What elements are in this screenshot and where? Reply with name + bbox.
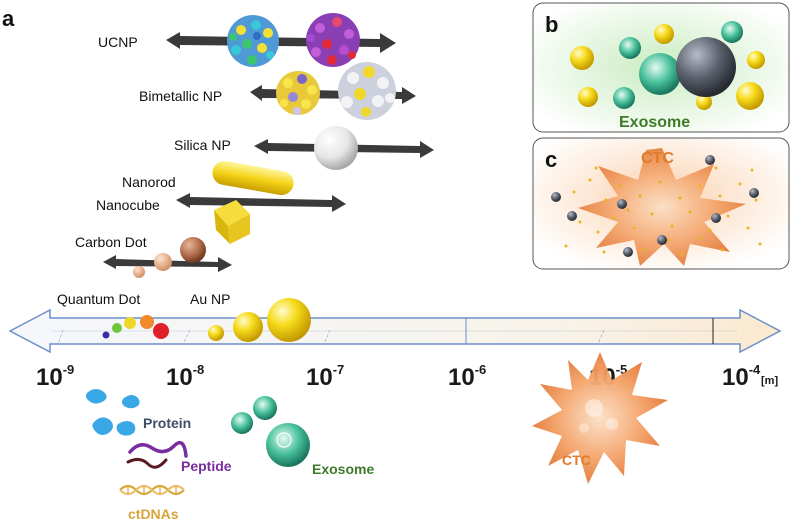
panel-c-title: CTC — [641, 150, 674, 167]
ctc-cell: CTC — [532, 352, 668, 484]
panel-letter-c: c — [545, 147, 557, 172]
double-arrow-icon — [166, 32, 396, 53]
nanorod-particle — [212, 160, 294, 196]
nanocube-particle — [214, 200, 250, 244]
scale-axis — [8, 308, 782, 354]
panel-letter-a: a — [2, 6, 15, 31]
peptide-group: Peptide — [126, 440, 232, 474]
label-ucnp: UCNP — [98, 34, 138, 50]
carbon-dot-medium — [154, 253, 172, 271]
label-silica: Silica NP — [174, 137, 231, 153]
label-quantum-dot: Quantum Dot — [57, 291, 140, 307]
bimetallic-row: Bimetallic NP — [139, 62, 416, 120]
label-ctdnas: ctDNAs — [128, 506, 179, 522]
panel-c-dark-particles — [551, 155, 759, 257]
label-carbon-dot: Carbon Dot — [75, 234, 147, 250]
panel-c-dots — [564, 166, 762, 256]
carbon-dot-small — [133, 266, 145, 278]
ucnp-particle-blue — [227, 15, 279, 67]
tick-1e-6: 10-6 — [448, 362, 486, 391]
label-peptide: Peptide — [181, 458, 232, 474]
ucnp-particle-purple — [306, 13, 360, 67]
carbon-dot-row: Carbon Dot — [75, 234, 232, 278]
au-nanoparticles: Au NP — [190, 291, 311, 342]
scale-tick-labels: 10-9 10-8 10-7 10-6 10-5 10-4 [m] — [36, 362, 778, 391]
unit-label: [m] — [761, 375, 778, 387]
label-exosome: Exosome — [312, 461, 374, 477]
carbon-dot-large — [180, 237, 206, 263]
bimetallic-particle-small — [276, 71, 320, 115]
panel-b-title: Exosome — [619, 114, 690, 131]
quantum-dots: Quantum Dot — [57, 291, 169, 339]
panel-b: b Exosome — [532, 2, 790, 133]
label-nanorod: Nanorod — [122, 174, 176, 190]
tick-1e-9: 10-9 — [36, 362, 74, 391]
exosome-group: Exosome — [231, 396, 374, 477]
tick-1e-4: 10-4 — [722, 362, 761, 391]
double-arrow-icon — [176, 193, 346, 212]
label-nanocube: Nanocube — [96, 197, 160, 213]
label-ctc: CTC — [562, 452, 591, 468]
label-bimetallic: Bimetallic NP — [139, 88, 222, 104]
panel-letter-b: b — [545, 12, 558, 37]
silica-row: Silica NP — [174, 126, 434, 170]
silica-particle — [314, 126, 358, 170]
protein-group: Protein — [86, 389, 191, 436]
nanorod-nanocube-row: Nanorod Nanocube — [96, 160, 346, 244]
label-au-np: Au NP — [190, 291, 230, 307]
bimetallic-particle-large — [338, 62, 396, 120]
tick-1e-7: 10-7 — [306, 362, 344, 391]
panel-c: c CTC — [532, 137, 790, 270]
label-protein: Protein — [143, 415, 191, 431]
tick-1e-8: 10-8 — [166, 362, 204, 391]
ctdna-group: ctDNAs — [119, 484, 185, 522]
ucnp-row: UCNP — [98, 13, 396, 67]
